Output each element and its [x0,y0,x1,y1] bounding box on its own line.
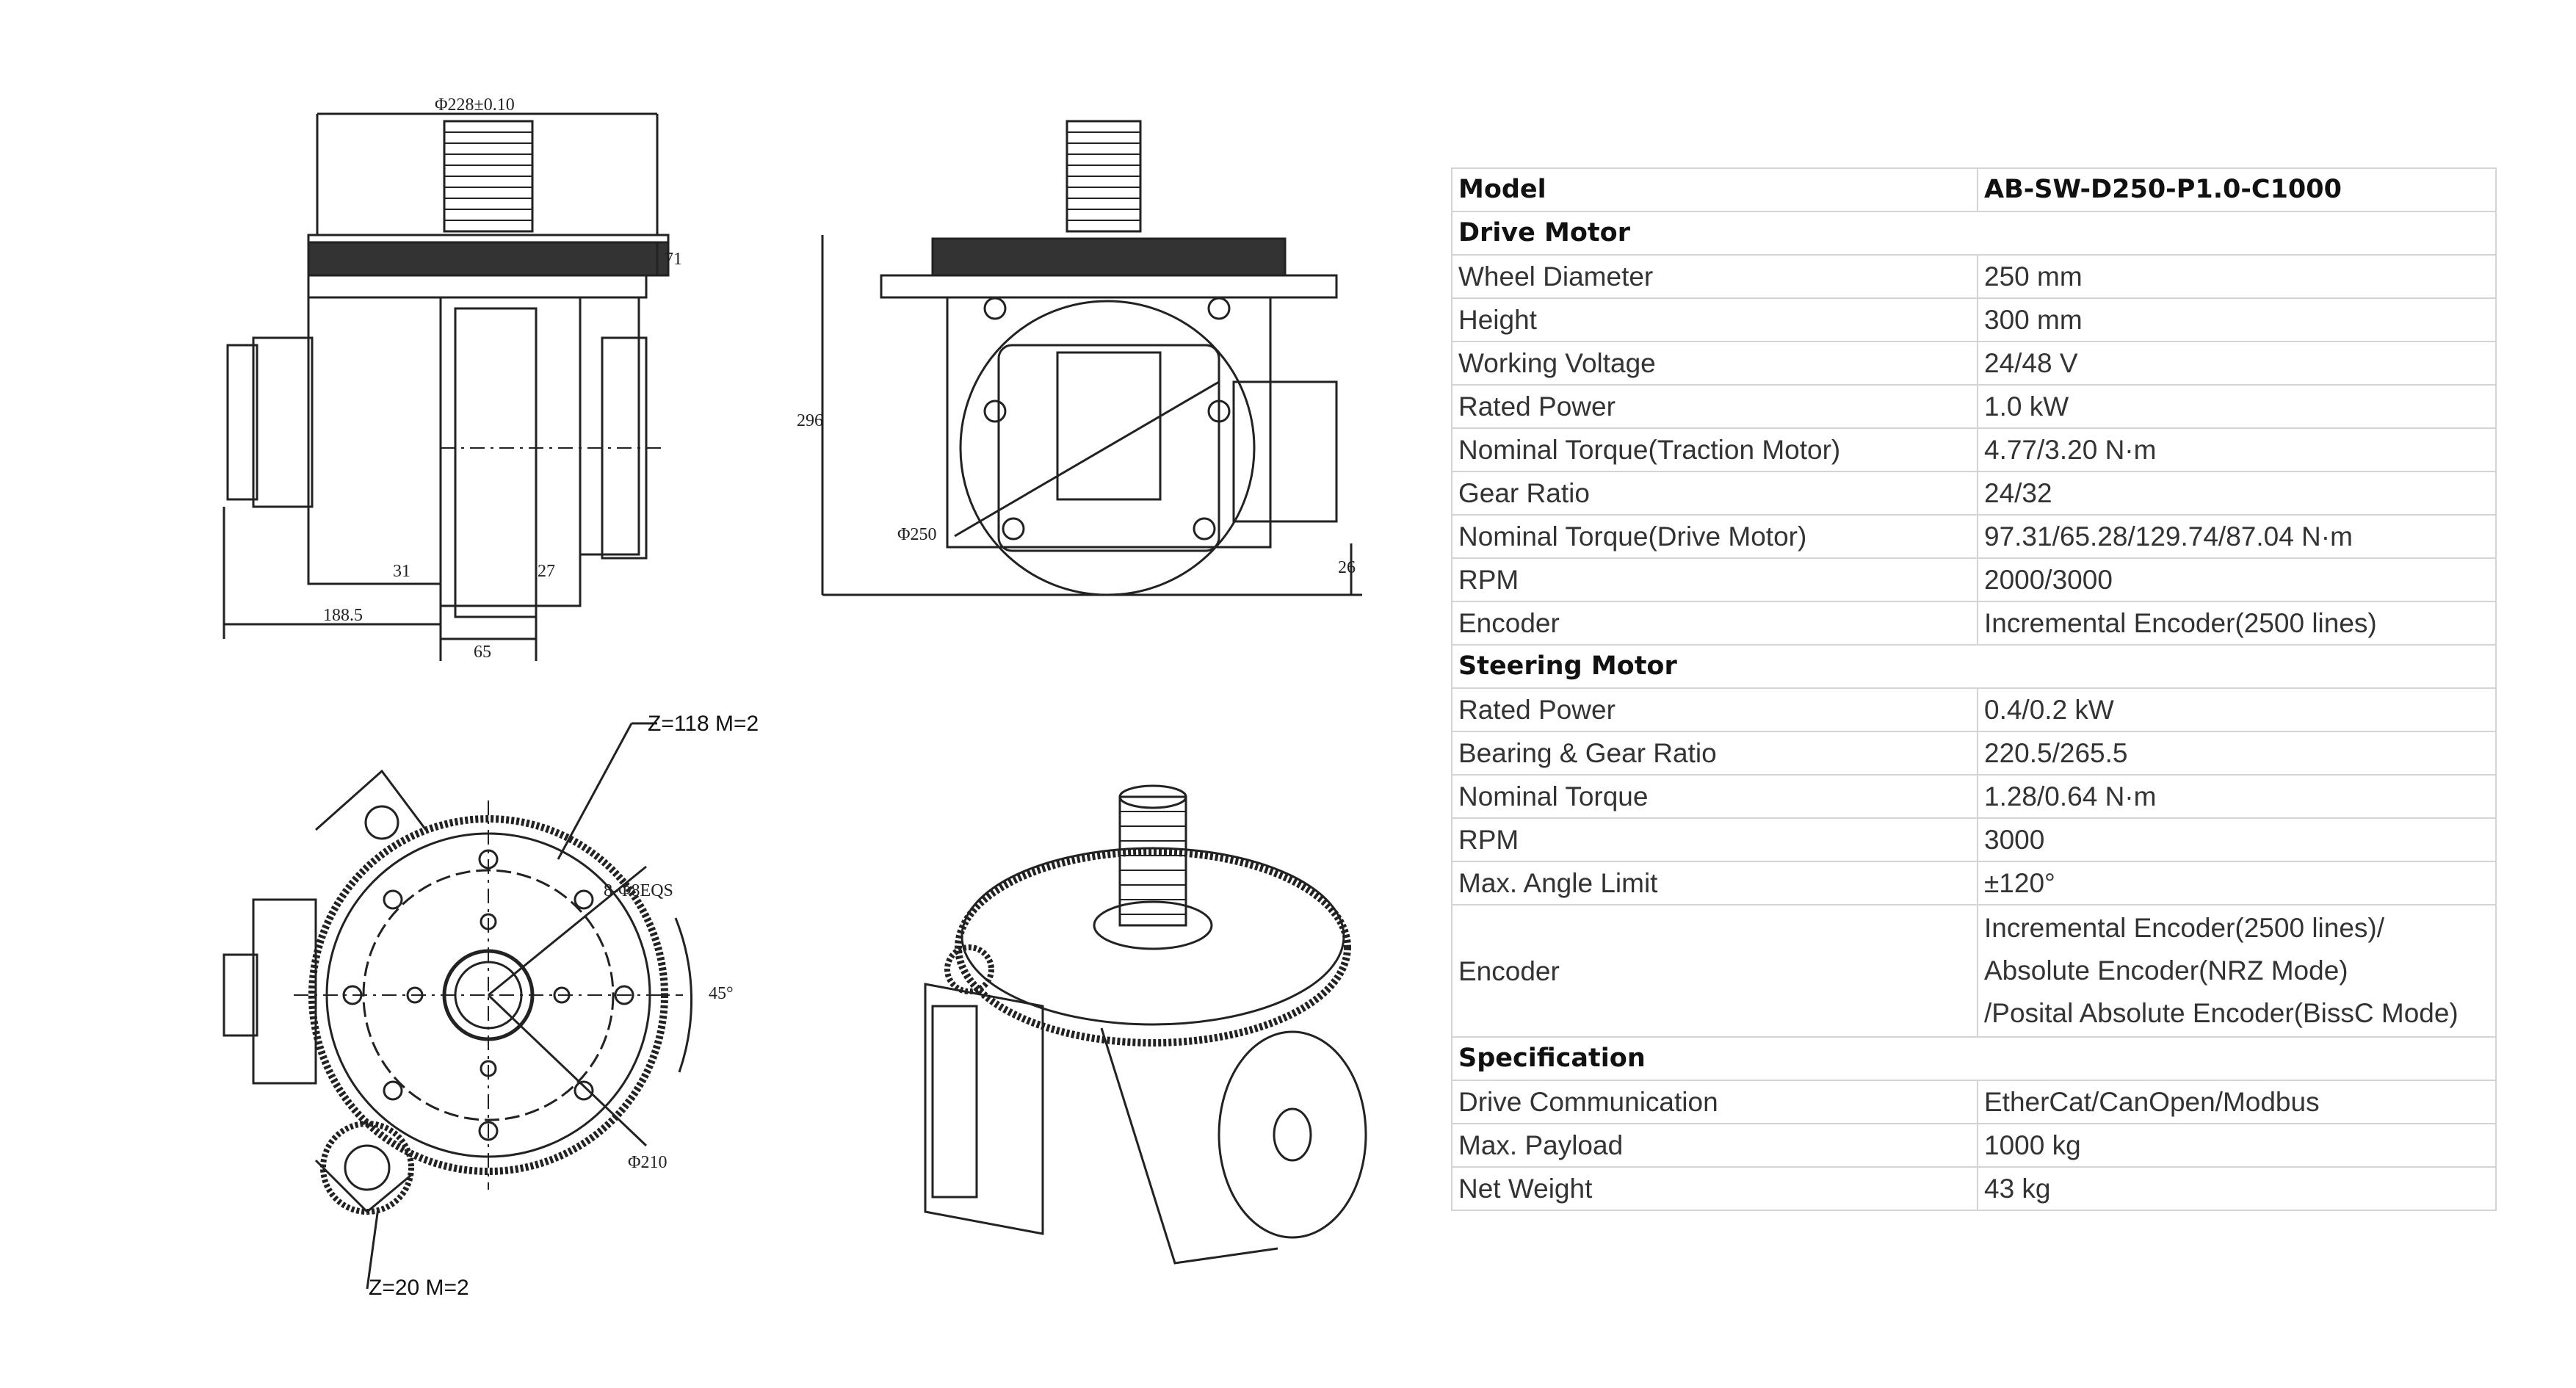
row-value: 220.5/265.5 [1977,731,2497,776]
spec-header-row: Model AB-SW-D250-P1.0-C1000 [1451,167,2497,212]
dim-right-height: 71 [665,250,682,269]
row-label: Net Weight [1451,1166,1978,1211]
row-value: 24/48 V [1977,341,2497,386]
row-label: Gear Ratio [1451,471,1978,516]
label-small-gear: Z=20 M=2 [369,1276,469,1300]
encoder-line: /Posital Absolute Encoder(BissC Mode) [1984,998,2459,1028]
dim-side-right: 26 [1338,558,1356,577]
dim-side-wheel: Φ250 [897,525,937,544]
row-value: 4.77/3.20 N·m [1977,427,2497,472]
top-view-drawing [222,722,693,1290]
row-value: 43 kg [1977,1166,2497,1211]
row-label: Rated Power [1451,687,1978,732]
technical-drawings: Φ228±0.10 71 188.5 65 31 27 296 Φ250 26 … [222,95,1367,1300]
spec-header-value: AB-SW-D250-P1.0-C1000 [1977,167,2497,212]
row-value: ±120° [1977,861,2497,906]
row-value-multiline: Incremental Encoder(2500 lines)/ Absolut… [1977,904,2497,1038]
dim-left-width: 188.5 [323,606,363,625]
row-value: 3000 [1977,817,2497,862]
row-label: RPM [1451,557,1978,602]
row-value: 97.31/65.28/129.74/87.04 N·m [1977,514,2497,559]
row-value: 300 mm [1977,297,2497,342]
row-value: 24/32 [1977,471,2497,516]
row-value: 1000 kg [1977,1123,2497,1168]
section-steering-motor: Steering Motor [1451,644,2497,689]
section-title: Specification [1451,1036,2497,1081]
row-value: 250 mm [1977,254,2497,299]
row-label: Nominal Torque(Drive Motor) [1451,514,1978,559]
side-view-drawing [821,120,1362,596]
dim-small-b: 27 [538,562,555,581]
row-label: Drive Communication [1451,1080,1978,1124]
row-label: Height [1451,297,1978,342]
dim-angle: 45° [709,984,734,1003]
row-label: RPM [1451,817,1978,862]
row-label: Encoder [1451,601,1978,646]
encoder-line: Incremental Encoder(2500 lines)/ [1984,913,2385,943]
table-row-encoder: Encoder Incremental Encoder(2500 lines)/… [1451,904,2497,1038]
row-value: EtherCat/CanOpen/Modbus [1977,1080,2497,1124]
dim-small-a: 31 [393,562,410,581]
dim-bottom-width: 65 [474,643,491,662]
section-title: Drive Motor [1451,211,2497,256]
front-view-drawing [222,112,670,661]
row-value: 1.0 kW [1977,384,2497,429]
spec-header-label: Model [1451,167,1978,212]
row-label: Nominal Torque(Traction Motor) [1451,427,1978,472]
row-value: 1.28/0.64 N·m [1977,774,2497,819]
dim-pcd: Φ210 [628,1153,667,1172]
encoder-line: Absolute Encoder(NRZ Mode) [1984,955,2348,986]
table-row: Nominal Torque(Drive Motor)97.31/65.28/1… [1451,514,2497,559]
table-row: Nominal Torque(Traction Motor)4.77/3.20 … [1451,427,2497,472]
dim-top-width: Φ228±0.10 [435,95,515,115]
row-label: Encoder [1451,904,1978,1038]
row-label: Max. Payload [1451,1123,1978,1168]
row-label: Bearing & Gear Ratio [1451,731,1978,776]
section-title: Steering Motor [1451,644,2497,689]
label-big-gear: Z=118 M=2 [648,712,759,736]
row-label: Nominal Torque [1451,774,1978,819]
row-label: Max. Angle Limit [1451,861,1978,906]
table-row: Max. Angle Limit±120° [1451,861,2497,906]
row-label: Rated Power [1451,384,1978,429]
section-specification: Specification [1451,1036,2497,1081]
spec-table: Model AB-SW-D250-P1.0-C1000 Drive Motor … [1451,167,2497,1211]
section-drive-motor: Drive Motor [1451,211,2497,256]
row-value: Incremental Encoder(2500 lines) [1977,601,2497,646]
dim-holes: 8-Φ8EQS [604,881,673,900]
row-label: Working Voltage [1451,341,1978,386]
dim-side-height: 296 [797,411,823,430]
row-label: Wheel Diameter [1451,254,1978,299]
wheel-render-drawing [924,784,1367,1265]
row-value: 2000/3000 [1977,557,2497,602]
row-value: 0.4/0.2 kW [1977,687,2497,732]
